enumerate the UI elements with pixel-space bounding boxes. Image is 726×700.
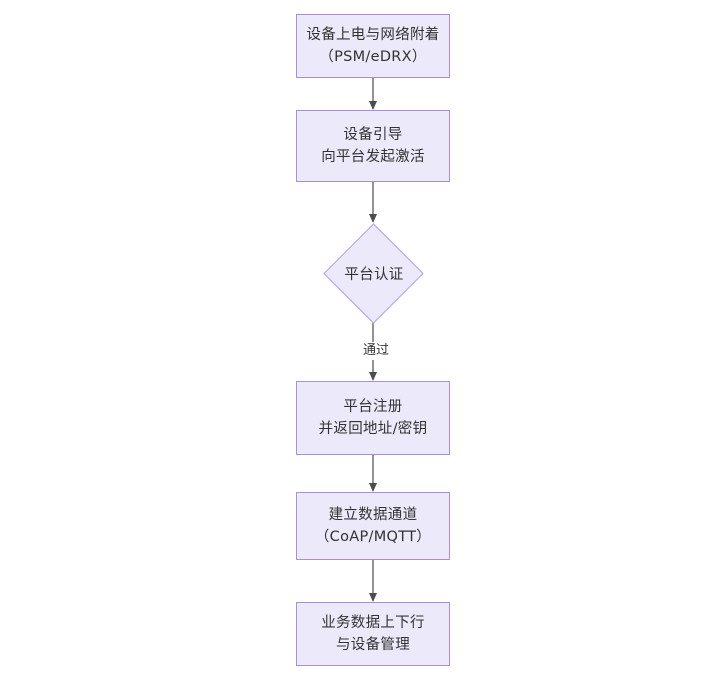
node-platform-auth-label: 平台认证 (323, 263, 425, 283)
node-power-on-line1: 设备上电与网络附着 (306, 26, 440, 43)
node-service-data-line1: 业务数据上下行 (321, 614, 425, 631)
node-platform-register-line1: 平台注册 (343, 398, 403, 415)
node-service-data[interactable]: 业务数据上下行 与设备管理 (296, 602, 450, 666)
node-bootstrap-line1: 设备引导 (343, 126, 403, 143)
node-service-data-line2: 与设备管理 (336, 637, 410, 653)
node-bootstrap-line2: 向平台发起激活 (321, 149, 425, 165)
node-data-channel[interactable]: 建立数据通道 （CoAP/MQTT） (296, 492, 450, 560)
node-bootstrap[interactable]: 设备引导 向平台发起激活 (296, 110, 450, 182)
node-platform-register-line2: 并返回地址/密钥 (318, 421, 428, 437)
node-platform-auth-line1: 平台认证 (344, 266, 404, 283)
node-power-on[interactable]: 设备上电与网络附着 （PSM/eDRX） (296, 14, 450, 78)
edge-label-pass-text: 通过 (362, 343, 389, 358)
edge-label-pass: 通过 (353, 342, 399, 360)
node-power-on-line2: （PSM/eDRX） (319, 49, 427, 65)
node-data-channel-line1: 建立数据通道 (328, 506, 418, 523)
node-platform-register[interactable]: 平台注册 并返回地址/密钥 (296, 381, 450, 455)
node-data-channel-line2: （CoAP/MQTT） (314, 529, 432, 545)
